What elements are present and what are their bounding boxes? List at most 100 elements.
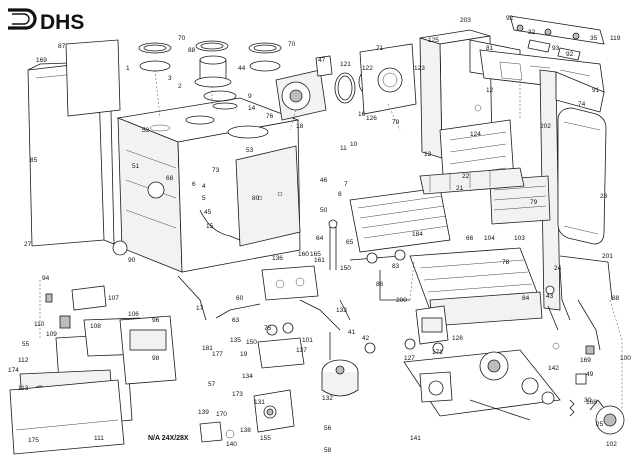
part-number-label: 73 [212,167,220,174]
part-number-label: 90 [128,257,136,264]
part-number-label: 88 [612,295,620,302]
dhw-flow-group [403,349,561,421]
part-number-label: 10 [350,141,358,148]
part-number-label: 56 [324,425,332,432]
part-number-label: 3 [168,75,172,82]
part-number-label: 60 [236,295,244,302]
part-number-label: 53 [246,147,254,154]
part-number-label: 108 [90,323,101,330]
part-number-label: 123 [414,65,425,72]
part-number-label: 132 [322,395,333,402]
part-number-label: 155 [260,435,271,442]
expansion-vessel [557,107,607,245]
part-number-label: 58 [324,447,332,454]
part-number-label: 83 [392,263,400,270]
part-number-label: 70 [178,35,186,42]
part-number-label: 45 [204,209,212,216]
part-number-label: 49 [586,371,594,378]
part-number-label: 111 [94,435,104,442]
part-number-label: 13 [424,151,432,158]
part-number-label: 86 [376,281,384,288]
diverter-valve [199,389,295,443]
inner-chamber-panel [235,145,301,247]
part-number-label: 203 [460,17,471,24]
circulating-pump [321,342,376,397]
part-number-label: 174 [8,367,19,374]
dhs-logo: DHS [5,6,85,34]
part-number-label: 46 [320,177,328,184]
part-number-label: 96 [152,317,160,324]
part-number-label: 169 [36,57,47,64]
part-number-label: 81 [486,45,494,52]
part-number-label: 106 [128,311,139,318]
part-number-label: 161 [314,257,325,264]
part-number-label: 136 [272,255,283,262]
part-number-label: 110 [34,321,45,328]
part-number-label: 91 [592,87,600,94]
part-number-label: 200 [396,297,407,304]
part-number-label: 173 [232,391,243,398]
hydraulic-block [261,265,319,301]
part-number-label: 79 [392,119,400,126]
part-number-label: 112 [18,357,29,364]
part-number-label: 75 [264,325,272,332]
part-number-label: 52 [142,127,150,134]
part-number-label: 169 [580,357,591,364]
part-number-label: 32 [528,29,536,36]
part-number-label: 113 [18,385,29,392]
part-number-label: 168 [586,399,597,406]
model-note: N/A 24X/28X [148,435,189,442]
condensate-pipes [545,255,613,301]
part-number-label: 92 [506,15,514,22]
part-number-label: 102 [606,441,617,448]
logo-text: DHS [40,11,84,34]
part-number-label: 4 [202,183,206,190]
part-number-label: 133 [336,307,347,314]
part-number-label: 139 [198,409,209,416]
pcb-bracket [45,285,107,329]
part-number-label: 121 [340,61,351,68]
part-number-label: 2 [178,83,182,90]
part-number-label: 70 [288,41,296,48]
part-number-label: 68 [166,175,174,182]
part-number-label: 14 [248,105,256,112]
part-number-label: 18 [296,123,304,130]
part-number-label: 177 [212,351,223,358]
part-number-label: 47 [318,57,326,64]
assembly-guide-lines [39,69,623,410]
part-number-label: 126 [366,115,377,122]
part-number-label: 170 [216,411,227,418]
part-number-label: 57 [208,381,216,388]
part-number-label: 201 [602,253,613,260]
part-number-label: 119 [610,35,621,42]
part-number-label: 171 [432,349,443,356]
part-number-label: 140 [226,441,237,448]
part-number-label: 107 [108,295,119,302]
secondary-heat-exchanger [257,322,305,369]
drain-pump [589,399,625,435]
part-number-label: 202 [540,123,551,130]
gas-manifold [328,219,410,301]
part-number-label: 141 [410,435,421,442]
part-number-label: 127 [404,355,415,362]
part-number-label: 142 [548,365,559,372]
part-number-label: 138 [240,427,251,434]
part-number-label: 16 [358,111,366,118]
part-number-label: 131 [254,399,265,406]
part-number-label: 63 [232,317,240,324]
base-tray [409,247,543,327]
fan-assembly [275,55,333,121]
part-number-label: 5 [202,195,206,202]
part-number-label: 101 [302,337,313,344]
part-number-label: 64 [316,235,324,242]
side-panel [65,39,121,117]
part-number-label: 137 [296,347,307,354]
pipe-runs [177,209,601,360]
part-number-label: 27 [24,241,32,248]
part-number-label: 92 [566,51,574,58]
part-number-label: 66 [466,235,474,242]
part-number-label: 21 [456,185,464,192]
flue-gasket-rings [138,40,282,110]
